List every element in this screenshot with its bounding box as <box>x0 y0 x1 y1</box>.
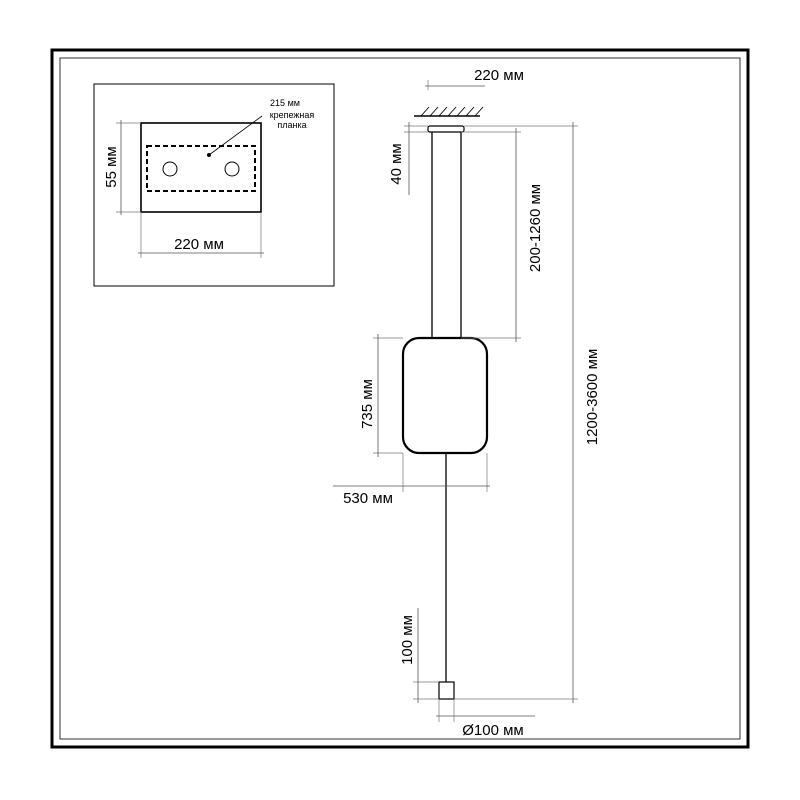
bracket-width-label: 215 мм <box>270 98 300 108</box>
bracket-note-line1: крепежная <box>270 110 315 120</box>
canopy <box>427 125 465 133</box>
ceiling-hatch <box>420 106 484 117</box>
rod-length-label: 200-1260 мм <box>527 184 544 272</box>
shade-width-label: 530 мм <box>343 490 393 507</box>
mounting-plate-inset: 215 мм крепежная планка 55 мм 220 мм <box>93 83 335 287</box>
lamp-shade <box>401 336 489 455</box>
canopy-plate <box>140 122 262 213</box>
bracket-note-line2: планка <box>277 120 306 130</box>
inset-width-label: 220 мм <box>174 236 224 253</box>
inset-height-label: 55 мм <box>103 146 120 187</box>
inset-box <box>93 83 335 287</box>
weight-diameter-label: Ø100 мм <box>462 722 524 739</box>
canopy-height-label: 40 мм <box>388 143 405 184</box>
end-weight <box>438 681 455 700</box>
bracket-leader-line <box>208 115 263 156</box>
screw-hole-right <box>224 161 240 177</box>
pendant-lamp-elevation: 220 мм 40 мм 200-1260 мм 1200-3600 мм 73… <box>333 67 601 739</box>
overall-height-label: 1200-3600 мм <box>584 349 601 446</box>
canopy-width-label: 220 мм <box>474 67 524 84</box>
shade-height-label: 735 мм <box>359 379 376 429</box>
inner-frame <box>59 57 741 740</box>
mounting-bracket <box>146 145 256 192</box>
outer-frame <box>50 48 750 749</box>
screw-hole-left <box>162 161 178 177</box>
weight-height-label: 100 мм <box>399 615 416 665</box>
